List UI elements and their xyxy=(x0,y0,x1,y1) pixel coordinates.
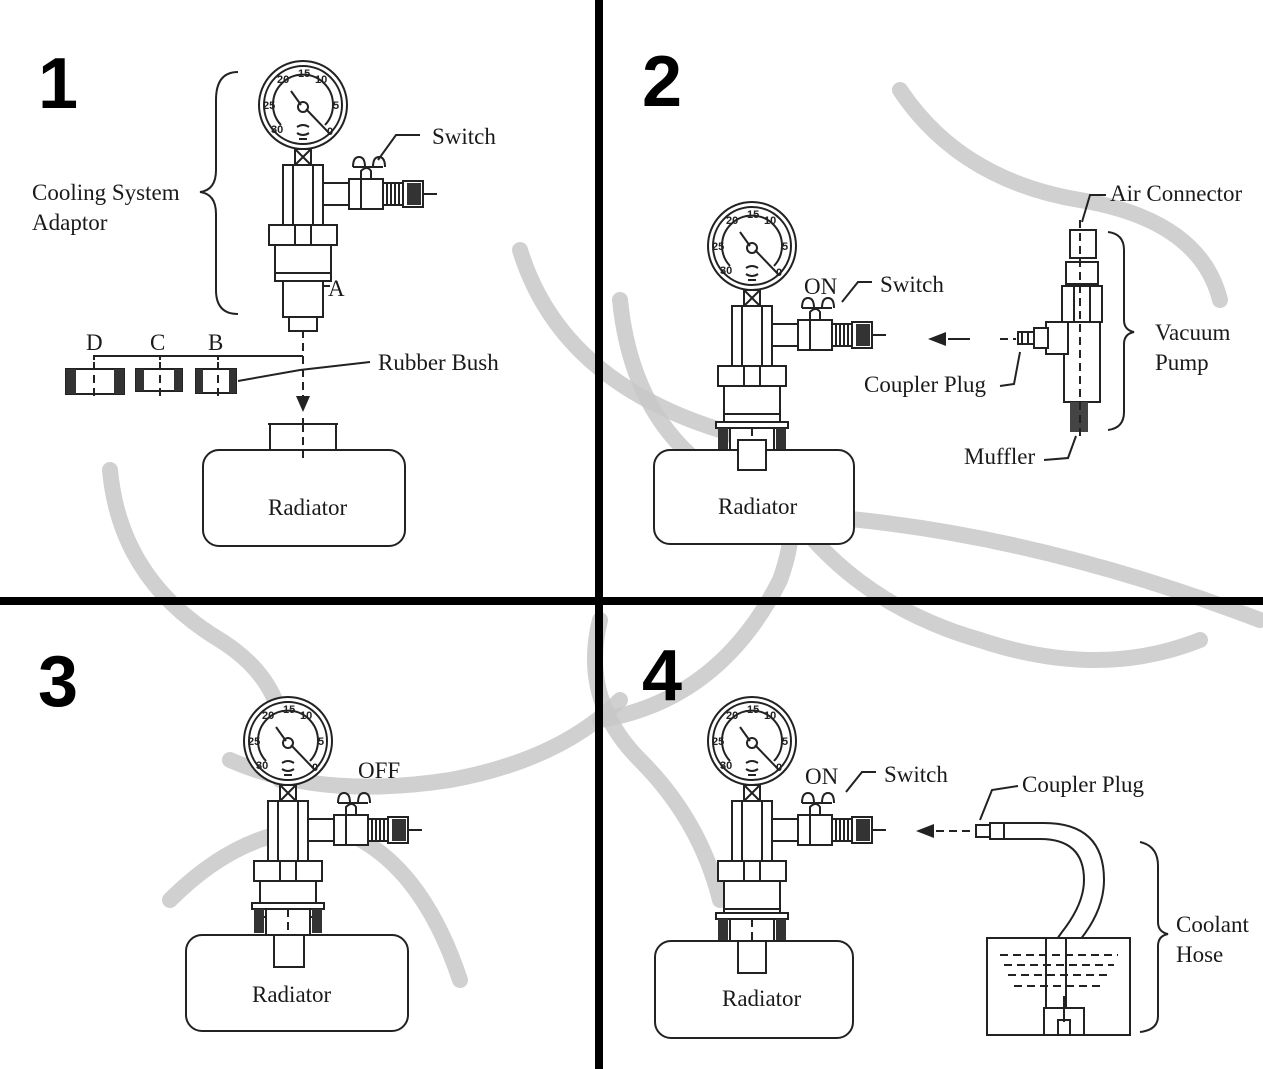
vacuum-gauge: 15 10 20 25 5 30 0 xyxy=(243,696,333,786)
label-coolant-hose-line2: Hose xyxy=(1176,942,1223,967)
label-vacuum-pump-line1: Vacuum xyxy=(1155,320,1230,345)
direction-arrow xyxy=(928,332,946,346)
label-radiator: Radiator xyxy=(722,986,802,1011)
label-bush-c: C xyxy=(150,330,165,355)
panel-step-2: 2 15 10 20 25 5 30 0 ON Switch xyxy=(642,42,1243,545)
svg-text:0: 0 xyxy=(327,126,333,138)
label-switch: Switch xyxy=(880,272,944,297)
svg-text:30: 30 xyxy=(720,265,732,277)
svg-text:20: 20 xyxy=(277,74,289,86)
label-valve-on: ON xyxy=(805,764,839,789)
label-coupler-plug: Coupler Plug xyxy=(864,372,987,397)
vertical-divider xyxy=(595,0,603,1069)
label-vacuum-pump-line2: Pump xyxy=(1155,350,1209,375)
label-coolant-hose-line1: Coolant xyxy=(1176,912,1249,937)
svg-text:10: 10 xyxy=(764,710,776,722)
radiator: Radiator xyxy=(202,423,406,547)
label-radiator: Radiator xyxy=(718,494,798,519)
panel-step-3: 3 15 10 20 25 5 30 0 OFF Radiator xyxy=(38,642,423,1032)
label-radiator: Radiator xyxy=(252,982,332,1007)
label-part-a: A xyxy=(328,276,345,301)
label-radiator: Radiator xyxy=(268,495,348,520)
svg-text:25: 25 xyxy=(248,736,260,748)
svg-text:20: 20 xyxy=(726,710,738,722)
adaptor-brace xyxy=(199,71,239,315)
svg-text:15: 15 xyxy=(283,704,295,716)
step-number: 4 xyxy=(642,636,682,716)
label-valve-on: ON xyxy=(804,274,838,299)
label-valve-off: OFF xyxy=(358,758,400,783)
svg-text:10: 10 xyxy=(764,215,776,227)
direction-arrow xyxy=(916,824,934,838)
radiator: Radiator xyxy=(654,940,854,1039)
svg-text:25: 25 xyxy=(712,736,724,748)
svg-text:5: 5 xyxy=(318,736,324,748)
coolant-hose xyxy=(975,822,1169,1036)
horizontal-divider xyxy=(0,597,1263,605)
vacuum-pump xyxy=(1017,220,1135,440)
svg-text:30: 30 xyxy=(720,760,732,772)
radiator: Radiator xyxy=(653,439,855,545)
label-adaptor-line1: Cooling System xyxy=(32,180,180,205)
label-rubber-bush: Rubber Bush xyxy=(378,350,499,375)
svg-text:15: 15 xyxy=(747,209,759,221)
vacuum-gauge: 15 10 20 25 5 30 0 xyxy=(258,60,348,150)
svg-text:0: 0 xyxy=(776,762,782,774)
panel-step-1: 1 15 10 20 25 5 30 0 Cooling System Adap… xyxy=(32,44,499,547)
svg-text:0: 0 xyxy=(312,762,318,774)
label-adaptor-line2: Adaptor xyxy=(32,210,108,235)
svg-text:5: 5 xyxy=(333,100,339,112)
step-number: 1 xyxy=(38,44,78,124)
label-bush-d: D xyxy=(86,330,103,355)
svg-text:20: 20 xyxy=(726,215,738,227)
svg-text:5: 5 xyxy=(782,736,788,748)
cooling-system-adaptor xyxy=(268,148,438,332)
svg-text:15: 15 xyxy=(298,68,310,80)
svg-text:25: 25 xyxy=(712,241,724,253)
svg-text:5: 5 xyxy=(782,241,788,253)
svg-text:25: 25 xyxy=(263,100,275,112)
rubber-bush-set: D C B xyxy=(65,330,303,398)
svg-text:15: 15 xyxy=(747,704,759,716)
svg-text:10: 10 xyxy=(300,710,312,722)
svg-text:30: 30 xyxy=(256,760,268,772)
label-muffler: Muffler xyxy=(964,444,1035,469)
vacuum-gauge: 15 10 20 25 5 30 0 xyxy=(707,201,797,291)
label-switch: Switch xyxy=(432,124,496,149)
label-bush-b: B xyxy=(208,330,223,355)
vacuum-gauge: 15 10 20 25 5 30 0 xyxy=(707,696,797,786)
label-switch: Switch xyxy=(884,762,948,787)
label-air-connector: Air Connector xyxy=(1110,181,1243,206)
radiator: Radiator xyxy=(185,934,409,1032)
panel-step-4: 4 15 10 20 25 5 30 0 ON Switch xyxy=(642,636,1249,1039)
step-number: 3 xyxy=(38,642,78,722)
svg-text:10: 10 xyxy=(315,74,327,86)
label-coupler-plug: Coupler Plug xyxy=(1022,772,1145,797)
svg-text:20: 20 xyxy=(262,710,274,722)
svg-text:30: 30 xyxy=(271,124,283,136)
step-number: 2 xyxy=(642,42,682,122)
svg-text:0: 0 xyxy=(776,267,782,279)
